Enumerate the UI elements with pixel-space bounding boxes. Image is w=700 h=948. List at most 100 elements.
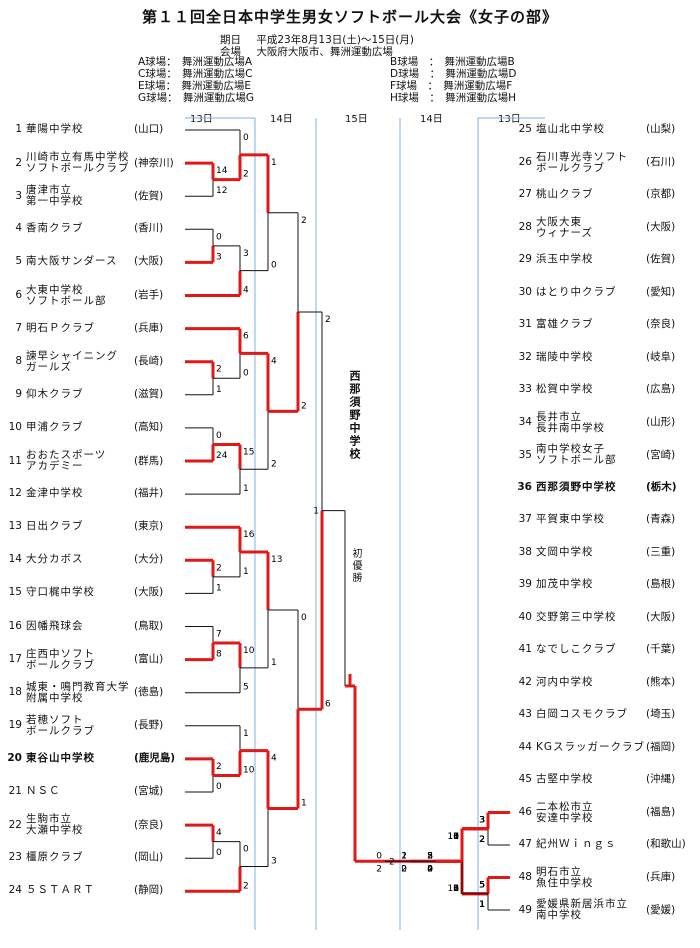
team-number: 42 <box>518 675 532 688</box>
r-r1-score: 1 <box>479 900 485 910</box>
l-r1-score: 24 <box>216 451 228 461</box>
team-number: 39 <box>518 578 532 590</box>
team-prefecture: (沖縄) <box>646 773 676 785</box>
team-number: 31 <box>518 318 532 330</box>
team-name-line: なでしこクラブ <box>536 643 617 655</box>
team-name: 桃山クラブ <box>536 189 640 200</box>
team-name: 文岡中学校 <box>536 546 640 558</box>
team-name-line: 瑞陵中学校 <box>536 350 594 363</box>
team-name-line2: 魚住中学校 <box>536 876 594 889</box>
l-r1-score: 2 <box>216 563 222 573</box>
field-h: H球場 ： 舞洲運動広場H <box>390 92 517 104</box>
team-number: 17 <box>8 653 22 666</box>
l-r2-score: 0 <box>243 845 249 855</box>
team-prefecture: (山口) <box>134 123 164 135</box>
team-name: 富雄クラブ <box>536 319 640 330</box>
team-name: 南中学校女子ソフトボール部 <box>536 444 640 466</box>
champion-name: 西那須野中学校 <box>348 370 361 461</box>
team-prefecture: (富山) <box>134 653 164 666</box>
team-prefecture: (千葉) <box>646 643 676 655</box>
final-score: 1 <box>313 507 319 517</box>
r-r2-score: 1 <box>453 884 459 894</box>
team-number: 37 <box>518 513 532 525</box>
team-prefecture: (愛媛) <box>646 903 676 916</box>
r-r1-score: 2 <box>479 835 485 845</box>
team-number: 21 <box>8 785 22 797</box>
team-prefecture: (高知) <box>134 420 164 433</box>
team-number: 18 <box>8 686 22 699</box>
team-name-line: 川崎市立有馬中学校 <box>26 151 130 164</box>
team-name: 松賀中学校 <box>536 384 640 395</box>
team-name-line: 金津中学校 <box>26 487 84 500</box>
l-r2-score: 0 <box>243 368 249 378</box>
team-prefecture: (東京) <box>134 520 164 533</box>
l-r4-score: 0 <box>301 613 307 623</box>
team-name-line: おおたスポーツ <box>26 449 107 461</box>
team-number: 29 <box>518 253 532 265</box>
l-r1-score: 1 <box>216 385 222 395</box>
team-name: 東谷山中学校 <box>26 751 128 764</box>
l-r2-score: 1 <box>243 484 249 494</box>
r-r1-score: 1 <box>479 900 485 910</box>
l-r3-score: 0 <box>271 261 277 271</box>
l-r2-score: 5 <box>243 683 249 693</box>
team-name: 川崎市立有馬中学校ソフトボールクラブ <box>26 151 130 174</box>
team-name-line: 東谷山中学校 <box>26 751 95 764</box>
team-number: 36 <box>517 480 532 493</box>
r-r1-score: 5 <box>479 881 485 891</box>
r-r3-score: 0 <box>427 864 433 874</box>
r-r1-score: 5 <box>479 881 485 891</box>
team-number: 8 <box>15 355 22 368</box>
team-name-line: 守口梶中学校 <box>26 586 95 599</box>
l-r1-score: 12 <box>216 186 227 196</box>
team-name-line: 二本松市立 <box>536 800 594 813</box>
l-r2-score: 10 <box>243 765 255 775</box>
team-number: 26 <box>518 156 532 168</box>
l-r3-score: 4 <box>271 754 277 764</box>
r-r4-score: 2 <box>401 864 407 874</box>
r-r4-score: 0 <box>401 864 407 874</box>
team-name: 大東中学校ソフトボール部 <box>26 284 128 307</box>
l-r2-score: 10 <box>243 646 255 656</box>
team-name-line2: ソフトボール部 <box>26 294 107 307</box>
l-r2-score: 6 <box>243 332 249 342</box>
team-prefecture: (宮城) <box>134 785 164 797</box>
team-name-line2: 第一中学校 <box>26 195 84 208</box>
l-sf-score: 6 <box>325 699 331 709</box>
team-prefecture: (山梨) <box>646 123 676 135</box>
r-r3-score: 8 <box>427 851 433 861</box>
l-r3-score: 13 <box>271 555 282 565</box>
team-prefecture: (広島) <box>646 383 676 395</box>
team-name: 大阪大東ウィナーズ <box>536 216 640 239</box>
team-name: 大分カボス <box>26 554 128 565</box>
team-name: 交野第三中学校 <box>536 611 640 623</box>
day-label-15: 15日 <box>345 114 368 125</box>
team-name-line: 石川専光寺ソフト <box>536 150 628 163</box>
day-label-13-left: 13日 <box>190 114 213 125</box>
team-name: 若穂ソフトボールクラブ <box>26 714 128 737</box>
l-r4-score: 1 <box>301 799 307 809</box>
team-prefecture: (滋賀) <box>134 387 164 400</box>
team-prefecture: (福井) <box>134 487 164 500</box>
r-r2-score: 1 <box>453 832 459 842</box>
team-name-line: 甲浦クラブ <box>26 420 84 433</box>
team-prefecture: (徳島) <box>134 686 164 699</box>
team-name-line: 河内中学校 <box>536 675 594 688</box>
r-r1-score: 2 <box>479 835 485 845</box>
r-r1-score: 2 <box>479 835 485 845</box>
team-name: 生駒市立大瀬中学校 <box>26 814 128 836</box>
r-r3-score: 2 <box>427 864 433 874</box>
